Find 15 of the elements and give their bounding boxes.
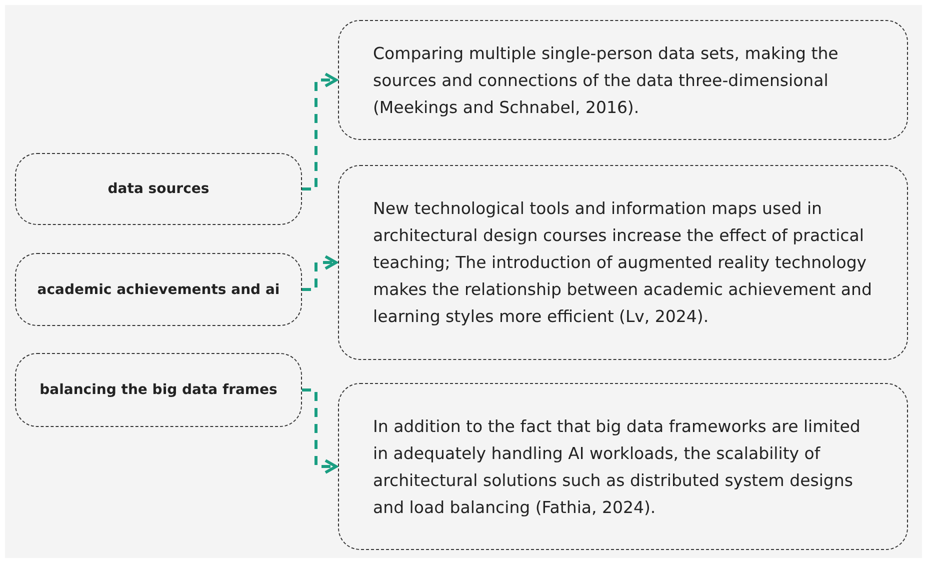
- node-text: In addition to the fact that big data frameworks are limited in adequately handling AI workloads, the scalability of architectural solutions such as distributed system designs and load balancing (Fathia, 2024).: [373, 416, 862, 518]
- node-text: New technological tools and information maps used in architectural design courses increase the effect of practical teaching; The introduction of augmented reality technology makes the relationship between academic achievement and learning styles more efficient (Lv, 2024).: [373, 198, 873, 328]
- arrow: [302, 255, 338, 291]
- topic-box: [15, 153, 302, 225]
- description-box: [338, 383, 908, 550]
- node-text: Comparing multiple single-person data sets, making the sources and connections of the data three-dimensional (Meekings and Schnabel, 2016).: [373, 42, 840, 118]
- description-box: [338, 20, 908, 140]
- topic-box: [15, 353, 302, 427]
- node-text: data sources: [108, 181, 210, 197]
- node-text: balancing the big data frames: [40, 382, 278, 398]
- arrow: [302, 388, 338, 474]
- arrow: [302, 72, 338, 190]
- topic-box: [15, 253, 302, 326]
- node-text: academic achievements and ai: [37, 282, 280, 298]
- description-box: [338, 165, 908, 360]
